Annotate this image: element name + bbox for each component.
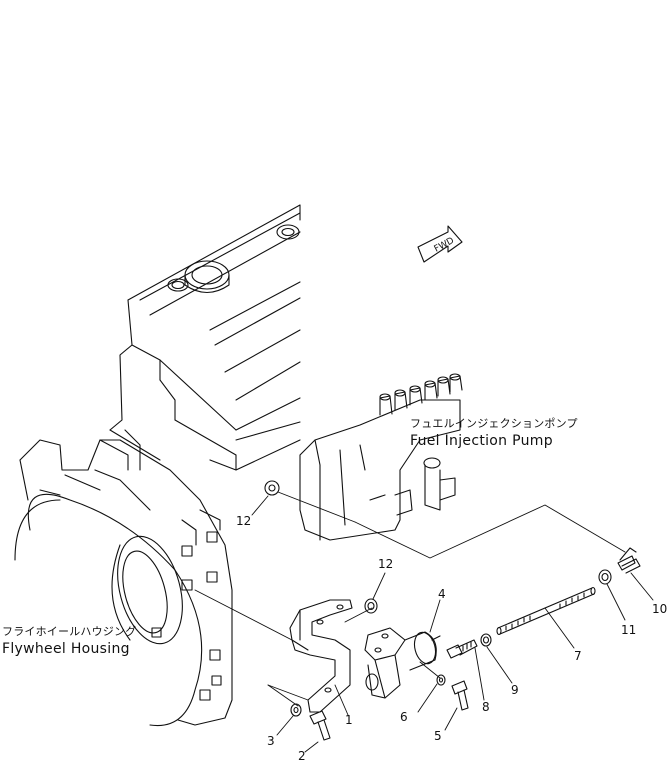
callout-7: 7 bbox=[574, 649, 582, 663]
fuel-injection-pump bbox=[300, 374, 462, 540]
fwd-arrow: FWD bbox=[418, 226, 462, 262]
bolt-part-10 bbox=[618, 548, 640, 573]
washer-part-3 bbox=[291, 704, 301, 716]
engine-block bbox=[100, 205, 300, 470]
callout-12-upper: 12 bbox=[236, 514, 252, 528]
nut-part-12-upper bbox=[265, 481, 279, 495]
bolt-part-5 bbox=[452, 681, 468, 710]
bracket-part-1 bbox=[290, 600, 352, 712]
rod-part-7 bbox=[497, 588, 595, 635]
leader-lines bbox=[252, 496, 653, 752]
bolt-part-8 bbox=[447, 640, 477, 658]
solenoid-part-4 bbox=[365, 628, 440, 698]
fuel-pump-label-en: Fuel Injection Pump bbox=[410, 433, 553, 449]
fuel-pump-label-jp: フュエルインジェクションポンプ bbox=[410, 417, 578, 430]
callout-10: 10 bbox=[652, 602, 668, 616]
callout-12-lower: 12 bbox=[378, 557, 394, 571]
flywheel-housing bbox=[15, 440, 232, 726]
nut-part-9 bbox=[481, 634, 491, 646]
washer-part-6 bbox=[437, 675, 445, 685]
callout-8: 8 bbox=[482, 700, 490, 714]
nut-part-11 bbox=[599, 570, 611, 584]
callout-9: 9 bbox=[511, 683, 519, 697]
assembly-lines bbox=[195, 492, 625, 706]
callout-2: 2 bbox=[298, 749, 306, 763]
callout-5: 5 bbox=[434, 729, 442, 743]
callout-3: 3 bbox=[267, 734, 275, 748]
callout-1: 1 bbox=[345, 713, 353, 727]
callout-4: 4 bbox=[438, 587, 446, 601]
flywheel-label-jp: フライホイールハウジング bbox=[2, 625, 137, 638]
fwd-text: FWD bbox=[433, 236, 456, 255]
flywheel-label-en: Flywheel Housing bbox=[2, 641, 130, 657]
callout-11: 11 bbox=[621, 623, 637, 637]
nut-part-12-lower bbox=[365, 599, 377, 613]
callout-6: 6 bbox=[400, 710, 408, 724]
bolt-part-2 bbox=[310, 711, 330, 740]
